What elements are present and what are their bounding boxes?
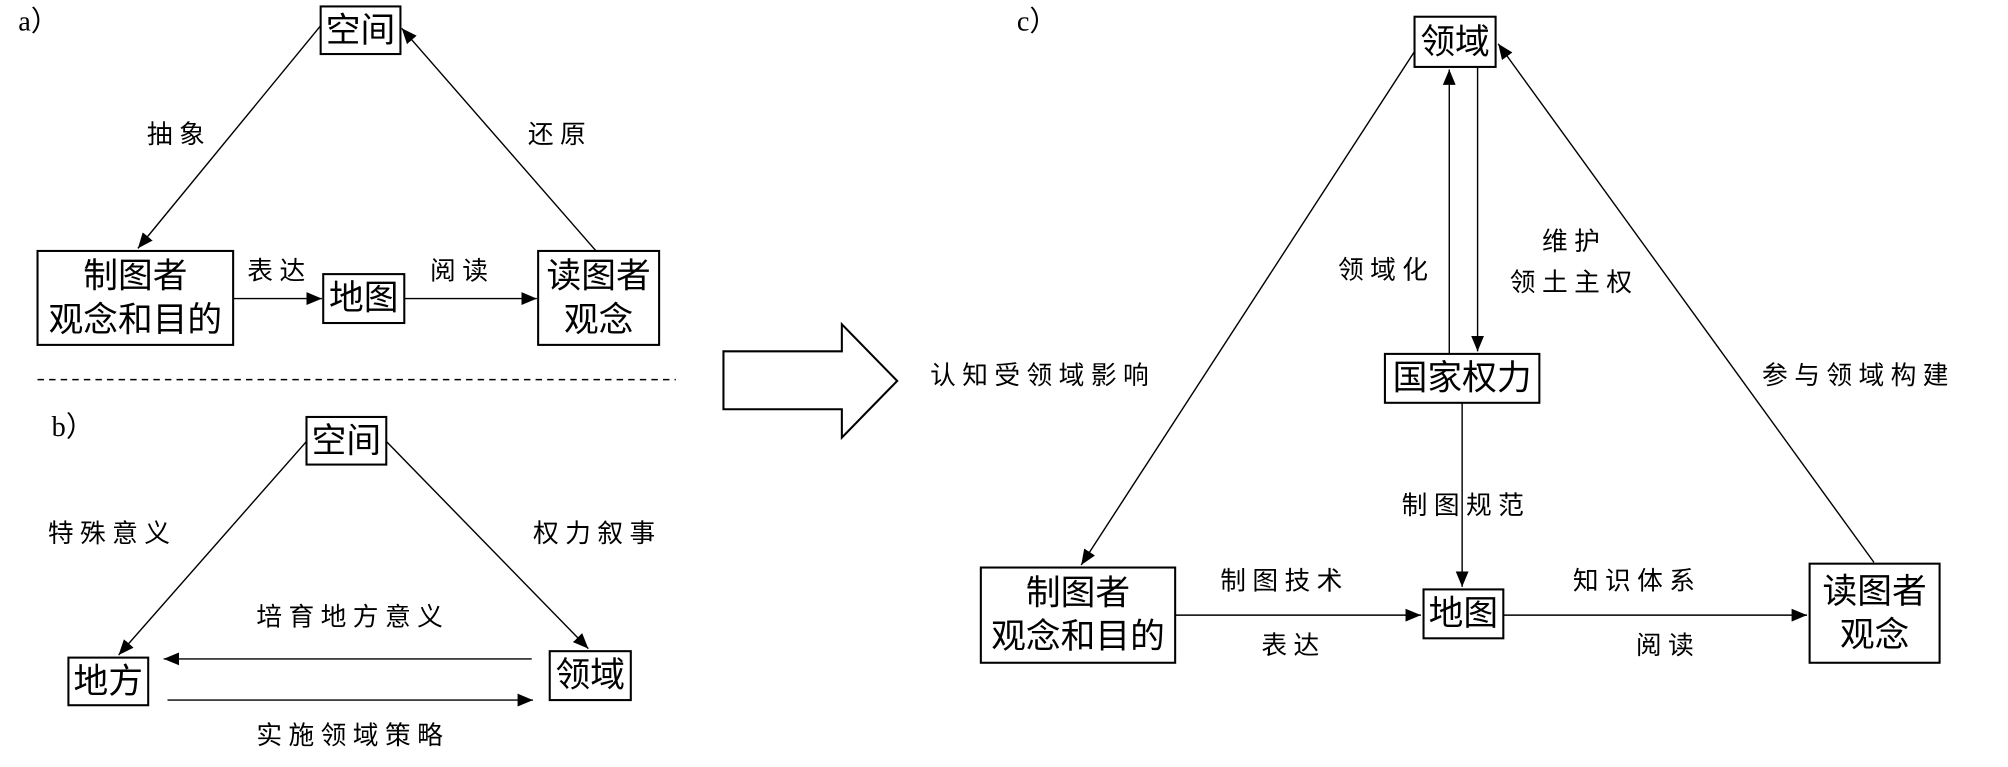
node-reader-c-label-line1: 读图者 xyxy=(1822,572,1926,612)
node-territory-c-box xyxy=(1413,15,1497,68)
node-reader-c: 读图者 观念 xyxy=(1808,562,1941,664)
panel-c-label: c） xyxy=(1017,5,1058,37)
panel-b-label: b） xyxy=(52,411,94,443)
edge-label-cognition-influenced: 认知受领域影响 xyxy=(930,361,1155,391)
node-mapmaker: 制图者 观念和目的 xyxy=(36,249,235,346)
node-reader-box xyxy=(537,249,661,346)
panel-b: b） 空间 地方 领域 特殊意义 权力叙事 培育地方意义 实施领域策略 xyxy=(48,411,662,751)
node-map-c: 地图 xyxy=(1422,588,1505,640)
node-mapmaker-label-line2: 观念和目的 xyxy=(48,300,222,340)
node-territory-c-label: 领域 xyxy=(1420,22,1489,62)
node-space-b-label: 空间 xyxy=(312,421,381,461)
node-mapmaker-label-line1: 制图者 xyxy=(83,257,187,297)
panel-a-label: a） xyxy=(18,5,59,37)
node-mapmaker-c-box xyxy=(979,566,1177,664)
node-space-box xyxy=(319,5,402,56)
arrow-reader-to-territory xyxy=(1497,43,1875,563)
node-mapmaker-c: 制图者 观念和目的 xyxy=(979,566,1177,664)
node-reader-label-line1: 读图者 xyxy=(547,257,651,297)
node-map-c-box xyxy=(1422,588,1505,640)
node-place: 地方 xyxy=(67,656,150,707)
node-space: 空间 xyxy=(319,5,402,56)
edge-label-implement-territory-strategy: 实施领域策略 xyxy=(256,721,449,751)
node-mapmaker-c-label-line2: 观念和目的 xyxy=(991,617,1165,657)
node-space-label: 空间 xyxy=(326,11,395,51)
node-mapmaker-box xyxy=(36,249,235,346)
edge-label-read-c: 阅读 xyxy=(1636,631,1700,661)
node-space-b: 空间 xyxy=(305,415,388,466)
node-state-power-box xyxy=(1383,352,1541,404)
edge-label-abstract: 抽象 xyxy=(147,120,211,150)
node-state-power-label: 国家权力 xyxy=(1393,358,1532,398)
node-reader-c-label-line2: 观念 xyxy=(1840,616,1909,656)
edge-label-territorialization: 领域化 xyxy=(1338,255,1434,285)
node-map-box xyxy=(322,273,406,325)
node-territory-b-box xyxy=(548,650,632,702)
edge-label-mapping-technology: 制图技术 xyxy=(1220,567,1349,597)
edge-label-special-meaning: 特殊意义 xyxy=(48,519,177,549)
edge-label-maintain-line2: 领土主权 xyxy=(1510,268,1639,298)
edge-label-knowledge-system: 知识体系 xyxy=(1573,567,1702,597)
edge-label-power-narrative: 权力叙事 xyxy=(533,519,662,549)
edge-label-cultivate-place-meaning: 培育地方意义 xyxy=(256,603,449,633)
arrow-space-to-territory xyxy=(385,440,589,650)
node-territory-c: 领域 xyxy=(1413,15,1497,68)
edge-label-express-c: 表达 xyxy=(1261,631,1325,661)
node-map-c-label: 地图 xyxy=(1429,594,1498,634)
node-map: 地图 xyxy=(322,273,406,325)
panel-c: c） 领域 国家权力 制图者 观念和目的 地图 读图者 观念 xyxy=(930,5,1955,664)
arrow-space-to-place xyxy=(118,440,308,656)
arrow-space-to-mapmaker xyxy=(137,25,322,249)
panel-a: a） 空间 制图者 观念和目的 地图 读图者 观念 抽象 还原 表达 阅读 xyxy=(18,5,661,346)
arrow-reader-to-space xyxy=(401,27,597,252)
edge-label-participate-construction: 参与领域构建 xyxy=(1762,361,1955,391)
edge-label-mapping-norms: 制图规范 xyxy=(1402,491,1531,521)
node-space-b-box xyxy=(305,415,388,466)
edge-label-express: 表达 xyxy=(247,257,311,287)
transition-arrow-icon xyxy=(722,321,899,441)
node-state-power: 国家权力 xyxy=(1383,352,1541,404)
edge-label-maintain-line1: 维护 xyxy=(1542,227,1606,257)
node-reader-label-line2: 观念 xyxy=(564,300,633,340)
edge-label-restore: 还原 xyxy=(528,120,592,150)
node-mapmaker-c-label-line1: 制图者 xyxy=(1026,573,1130,613)
node-territory-b-label: 领域 xyxy=(556,656,625,696)
node-reader: 读图者 观念 xyxy=(537,249,661,346)
node-place-label: 地方 xyxy=(74,662,143,702)
node-territory-b: 领域 xyxy=(548,650,632,702)
node-reader-c-box xyxy=(1808,562,1941,664)
node-place-box xyxy=(67,656,150,707)
arrow-territory-to-mapmaker xyxy=(1080,51,1416,566)
node-map-label: 地图 xyxy=(329,279,398,319)
edge-label-read: 阅读 xyxy=(430,257,494,287)
